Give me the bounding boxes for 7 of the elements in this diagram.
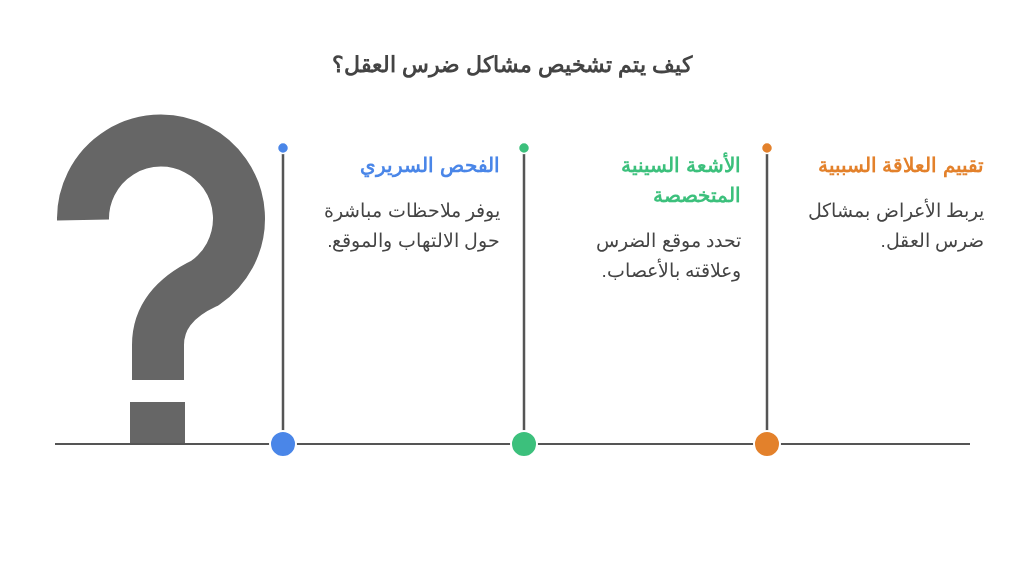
step-description: يربط الأعراض بمشاكل ضرس العقل. <box>807 197 984 254</box>
step-heading: الفحص السريري <box>359 153 500 180</box>
step-heading: تقييم العلاقة السببية <box>816 153 984 180</box>
step-heading: الأشعة السينية المتخصصة <box>620 151 741 208</box>
title: كيف يتم تشخيص مشاكل ضرس العقل؟ <box>330 52 694 78</box>
step-description: تحدد موقع الضرس وعلاقته بالأعصاب. <box>595 229 741 284</box>
step-description: يوفر ملاحظات مباشرة حول الالتهاب والموقع. <box>323 199 500 254</box>
